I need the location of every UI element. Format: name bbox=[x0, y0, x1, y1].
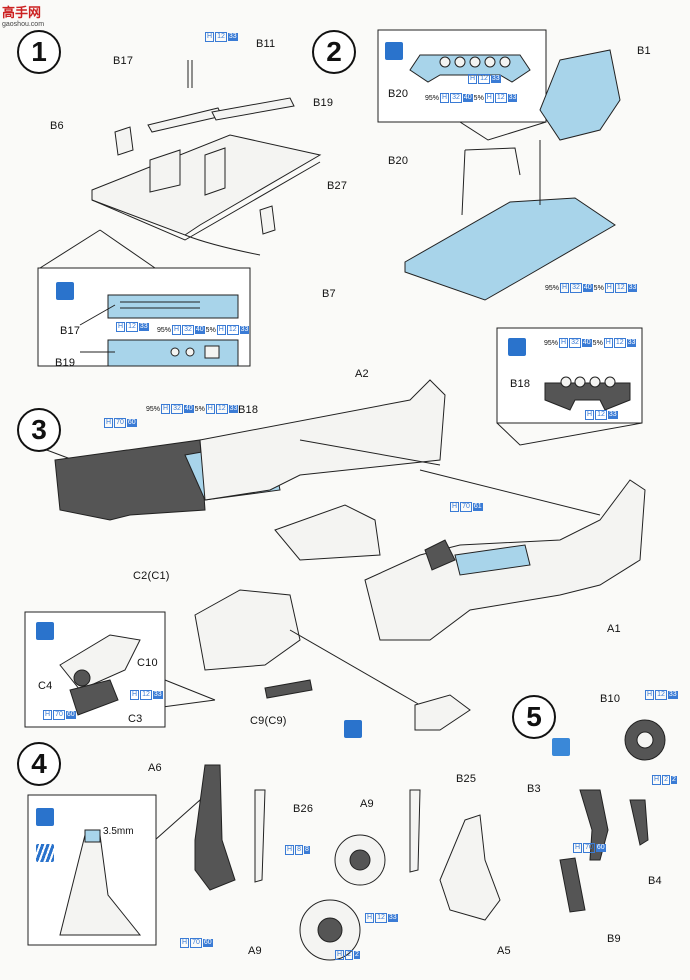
paint-brush-icon bbox=[508, 338, 526, 356]
label-a5: A5 bbox=[497, 945, 511, 957]
step2-cockpit-floor bbox=[404, 49, 621, 301]
step4-box bbox=[27, 794, 157, 946]
label-b20: B20 bbox=[388, 155, 409, 167]
step3-cowling bbox=[194, 589, 471, 731]
label-b26: B26 bbox=[293, 803, 314, 815]
paint-brush-icon bbox=[385, 42, 403, 60]
step1-cockpit-floor bbox=[91, 60, 322, 256]
label-b1: B1 bbox=[637, 45, 651, 57]
label-b18: B18 bbox=[238, 404, 259, 416]
paint-brush-icon bbox=[36, 622, 54, 640]
label-b17-detail: B17 bbox=[60, 325, 81, 337]
step5-tailwheel bbox=[559, 719, 666, 913]
label-c9c9: C9(C9) bbox=[250, 715, 287, 727]
label-b17: B17 bbox=[113, 55, 134, 67]
label-b18-detail: B18 bbox=[510, 378, 531, 390]
label-b4: B4 bbox=[648, 875, 662, 887]
label-b7: B7 bbox=[322, 288, 336, 300]
label-b10: B10 bbox=[600, 693, 621, 705]
paint-brush-icon bbox=[36, 808, 54, 826]
label-b25: B25 bbox=[456, 773, 477, 785]
step3-fuselage-left bbox=[54, 379, 446, 561]
dimension-label: 3.5mm bbox=[103, 826, 134, 837]
step-2-badge: 2 bbox=[312, 30, 356, 74]
label-a6: A6 bbox=[148, 762, 162, 774]
label-c2c1: C2(C1) bbox=[133, 570, 170, 582]
label-a2: A2 bbox=[355, 368, 369, 380]
paint-brush-icon bbox=[344, 720, 362, 738]
paint-brush-icon bbox=[56, 282, 74, 300]
step3-c4-box bbox=[24, 611, 166, 728]
label-c3: C3 bbox=[128, 713, 143, 725]
label-a9-right: A9 bbox=[360, 798, 374, 810]
step-3-badge: 3 bbox=[17, 408, 61, 452]
label-a1: A1 bbox=[607, 623, 621, 635]
step4-gear-right bbox=[334, 789, 501, 921]
watermark-logo: 高手网 gaoshou.com bbox=[2, 5, 45, 28]
label-c4: C4 bbox=[38, 680, 53, 692]
step4-gear-left bbox=[194, 764, 361, 961]
label-c10: C10 bbox=[137, 657, 158, 669]
label-b20-detail: B20 bbox=[388, 88, 409, 100]
step-1-badge: 1 bbox=[17, 30, 61, 74]
step3-fuselage-right bbox=[299, 439, 646, 641]
label-b3: B3 bbox=[527, 783, 541, 795]
label-a9-left: A9 bbox=[248, 945, 262, 957]
step-5-badge: 5 bbox=[512, 695, 556, 739]
label-b19-detail: B19 bbox=[55, 357, 76, 369]
step-4-badge: 4 bbox=[17, 742, 61, 786]
label-b27: B27 bbox=[327, 180, 348, 192]
decal-stripe-icon bbox=[36, 844, 54, 862]
label-b11: B11 bbox=[256, 38, 276, 50]
step2-box bbox=[377, 29, 547, 123]
label-b9: B9 bbox=[607, 933, 621, 945]
glue-icon bbox=[552, 738, 570, 756]
label-b19: B19 bbox=[313, 97, 334, 109]
label-b6: B6 bbox=[50, 120, 64, 132]
